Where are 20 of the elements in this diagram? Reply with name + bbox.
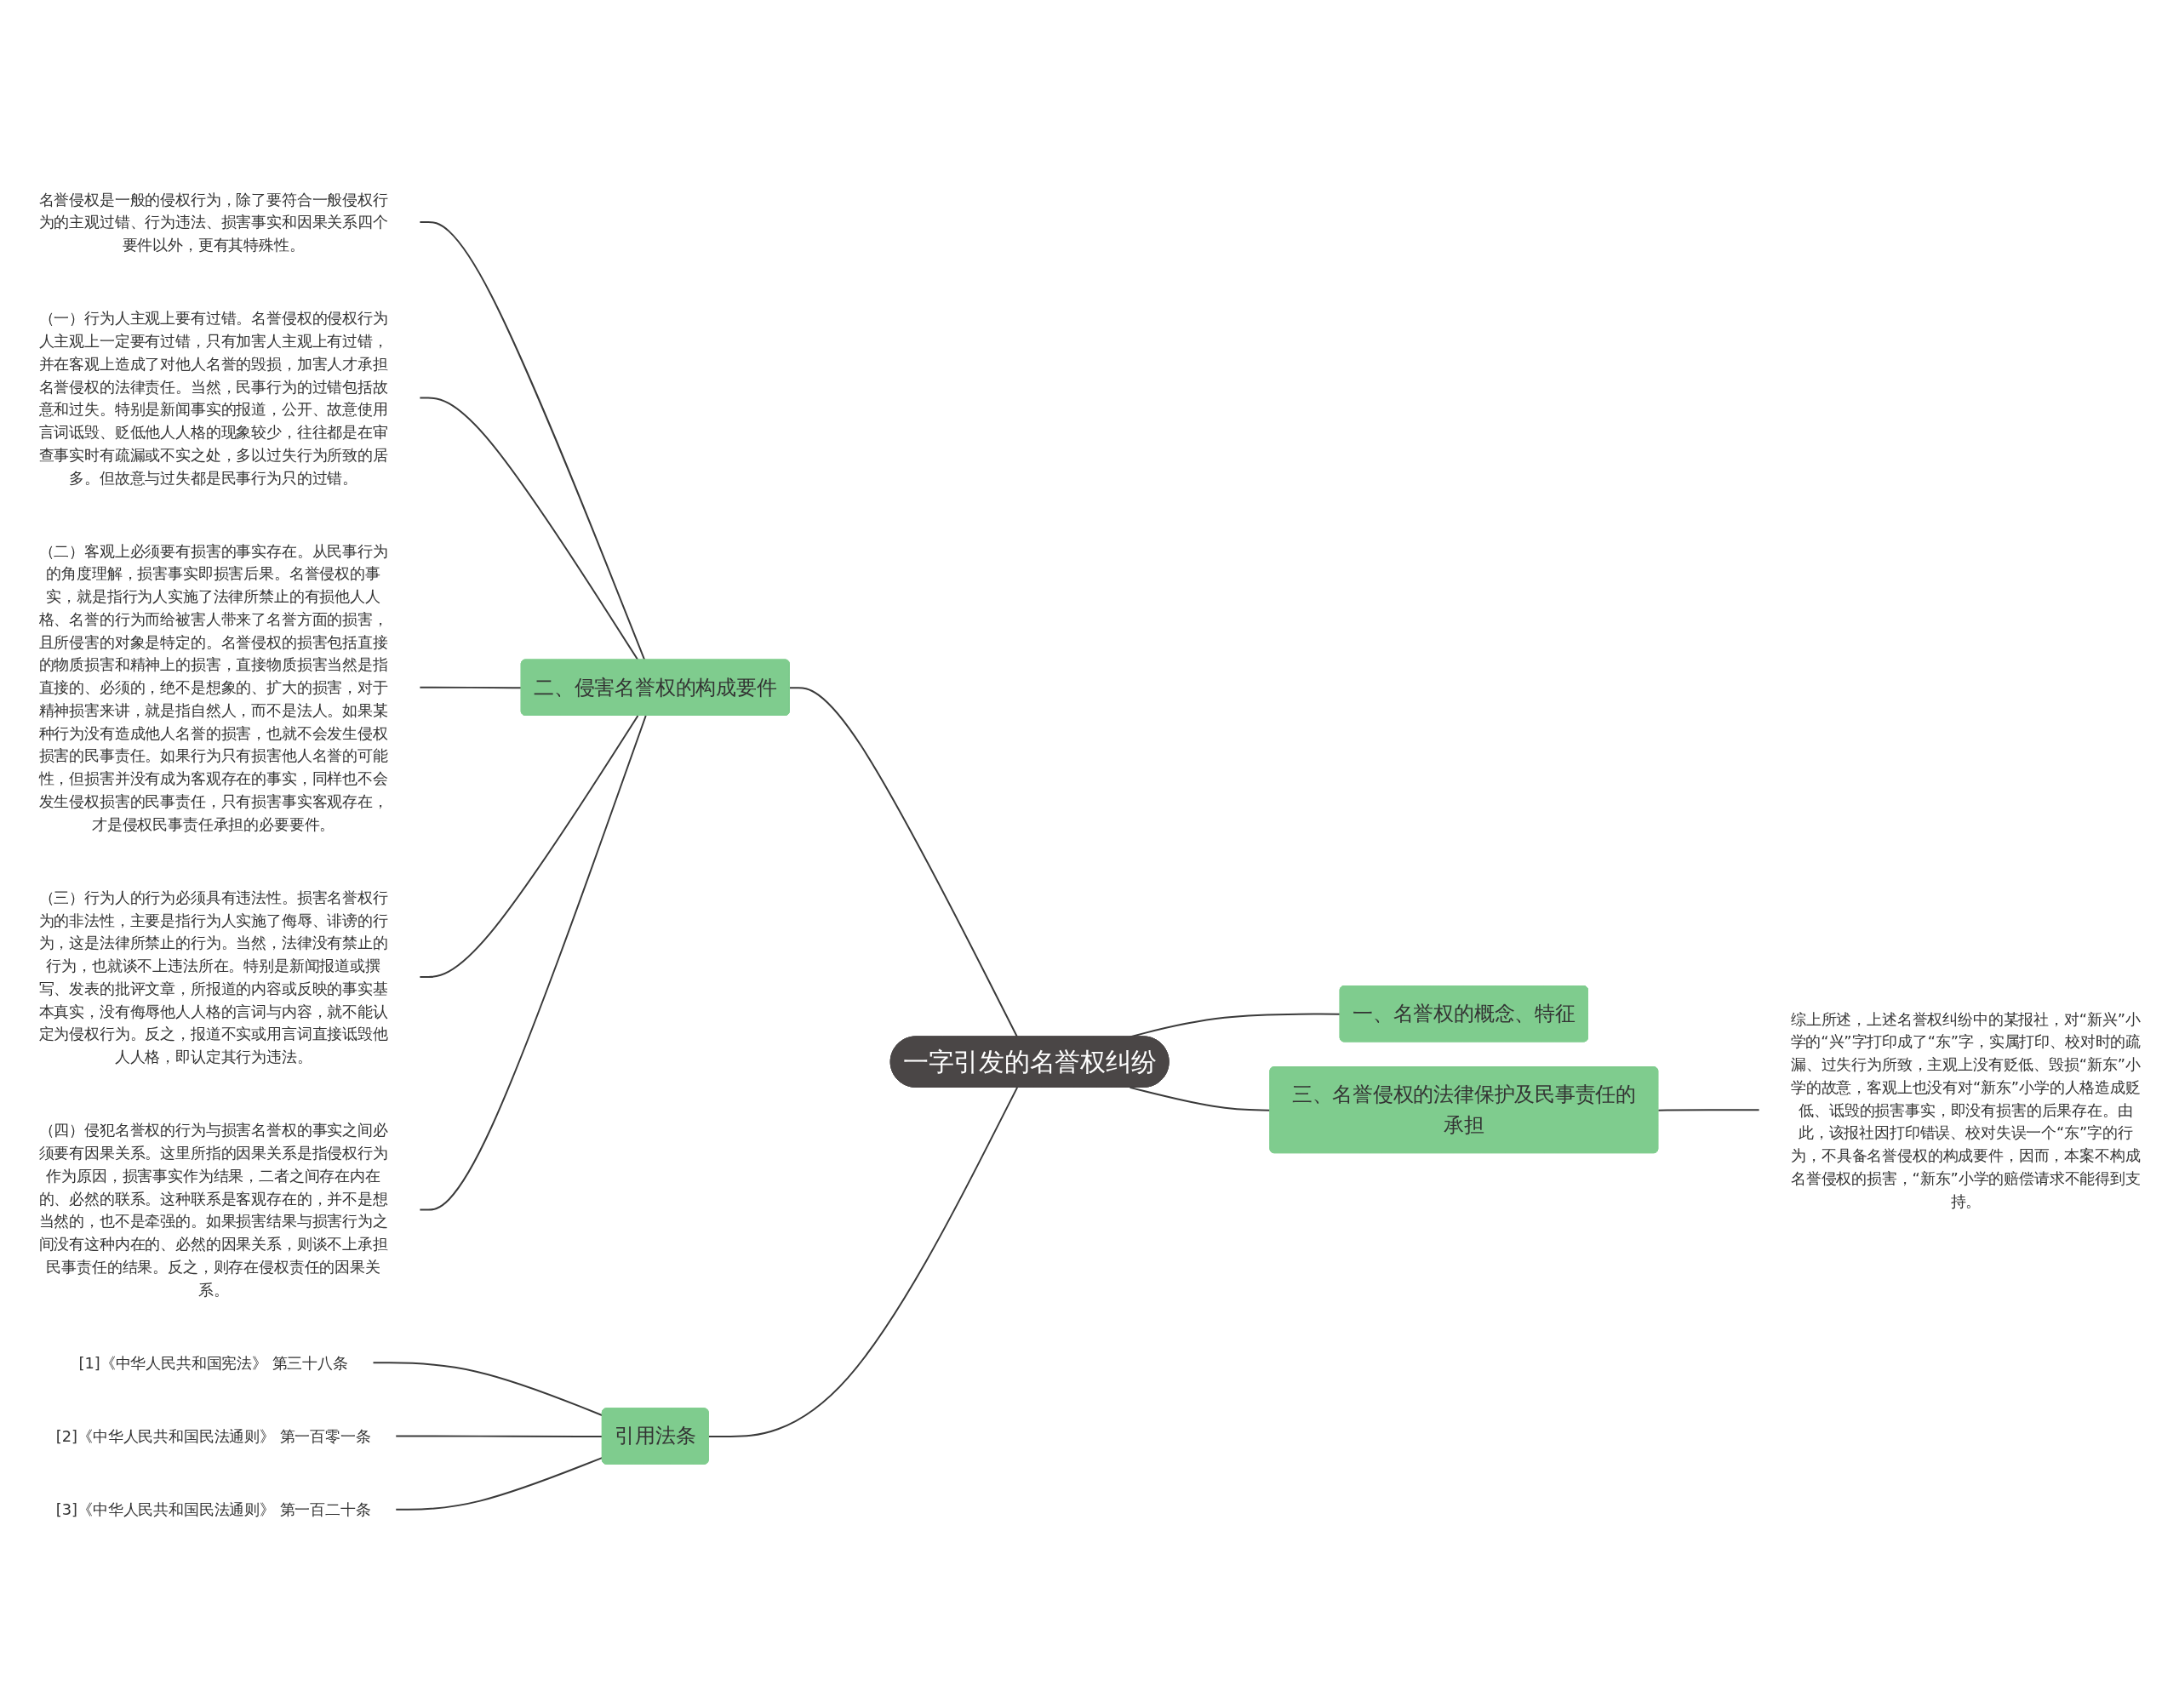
node-text: （三）行为人的行为必须具有违法性。损害名誉权行为的非法性，主要是指行为人实施了侮辱、诽谤的行为，这是法律所禁止的行为。当然，法律没有禁止的行为，也就谈不上违法所在。特别是新闻报道或撰写、发表的批评文章，所报道的内容或反映的事实基本真实，没有侮辱他人人格的言词与内容，就不能认定为侵权行为。反之，报道不实或用言词直接诋毁他人人格，即认定其行为违法。: [38, 888, 388, 1065]
node-text: （二）客观上必须要有损害的事实存在。从民事行为的角度理解，损害事实即损害后果。名誉侵权的事实，就是指行为人实施了法律所禁止的有损他人人格、名誉的行为而给被害人带来了名誉方面的损害，且所侵害的对象是特定的。名誉侵权的损害包括直接的物质损害和精神上的损害，直接物质损害当然是指直接的、必须的，绝不是想象的、扩大的损害，对于精神损害来讲，就是指自然人，而不是法人。如果某种行为没有造成他人名誉的损害，也就不会发生侵权损害的民事责任。如果行为只有损害他人名誉的可能性，但损害并没有成为客观存在的事实，同样也不会发生侵权损害的民事责任，只有损害事实客观存在，才是侵权民事责任承担的必要要件。: [38, 541, 388, 833]
node-text: [3]《中华人民共和国民法通则》 第一百二十条: [55, 1499, 371, 1518]
node-text: 综上所述，上述名誉权纠纷中的某报社，对“新兴”小学的“兴”字打印成了“东”字，实属打印、校对时的疏漏、过失行为所致，主观上没有贬低、毁损“新东”小学的故意，客观上也没有对“新东”小学的人格造成贬低、诋毁的损害事实，即没有损害的后果存在。由此，该报社因打印错误、校对失误一个“东”字的行为，不具备名誉侵权的构成要件，因而，本案不构成名誉侵权的损害，“新东”小学的赔偿请求不能得到支持。: [1790, 1009, 2142, 1210]
node-text: [2]《中华人民共和国民法通则》 第一百零一条: [55, 1426, 371, 1445]
node-text: （四）侵犯名誉权的行为与损害名誉权的事实之间必须要有因果关系。这里所指的因果关系是指侵权行为作为原因，损害事实作为结果，二者之间存在内在的、必然的联系。这种联系是客观存在的，并不是想当然的，也不是牵强的。如果损害结果与损害行为之间没有这种内在的、必然的因果关系，则谈不上承担民事责任的结果。反之，则存在侵权责任的因果关系。: [38, 1121, 388, 1299]
connector: [395, 1456, 603, 1511]
node-text: 名誉侵权是一般的侵权行为，除了要符合一般侵权行为的主观过错、行为违法、损害事实和因果关系四个要件以外，更有其特殊性。: [38, 190, 388, 254]
connector: [419, 686, 523, 688]
connector: [419, 714, 647, 1211]
connector: [419, 714, 639, 978]
connector: [707, 1086, 1019, 1437]
mind-map-drawing: 一字引发的名誉权纠纷 二、侵害名誉权的构成要件 名誉侵权是一般的侵权行为，除了要符合一般侵权行为的主观过错、行为违法、损害事实和因果关系四个要件以外，更有其特殊性。 （一）行为人主观上要有过错。名誉侵权的侵权行为人主观上一定要有过错，只有加害人主观上有过错，并在客观上造成了对他人名誉的毁损，加害人才承担名誉侵权的法律责任。当然，民事行为的过错包括故意和过失。特别是新闻事实的报道，公开、故意使用言词诋毁、贬低他人人格的现象较少，往往都是在审查事实时有疏漏或不实之处，多以过失行为所致的居多。但故意与过失都是民事行为只的过错。 （二）客观上必须要有损害的事实存在。从民事行为的角度理解，损害事实即损害后果。名誉侵权的事实，就是指行为人实施了法律所禁止的有损他人人格、名誉的行为而给被害人带来了名誉方面的损害，且所侵害的对象是特定的。名誉侵权的损害包括直接的物质损害和精神上的损害，直接物质损害当然是指直接的、必须的，绝不是想象的、扩大的损害，对于精神损害来讲，就是指自然人，而不是法人。如果某种行为没有造成他人名誉的损害，也就不会发生侵权损害的民事责任。如果行为只有损害他人名誉的可能性，但损害并没有成为客观存在的事实，同样也不会发生侵权损害的民事责任，只有损害事实客观存在，才是侵权民事责任承担的必要要件。 （三）行为人的行为必须具有违法性。损害名誉权行为的非法性，主要是指行为人实施了侮辱、诽谤的行为，这是法律所禁止的行为。当然，法律没有禁止的行为，也就谈不上违法所在。特别是新闻报道或撰写、发表的批评文章，所报道的内容或反映的事实基本真实，没有侮辱他人人格的言词与内容，就不能认定为侵权行为。反之，报道不实或用言词直接诋毁他人人格，即认定其行为违法。 （四）侵犯名誉权的行为与损害名誉权的事实之间必须要有因果关系。这里所指的因果关系是指侵权行为作为原因，损害事实作为结果，二者之间存在内在的、必然的联系。这种联系是客观存在的，并不是想当然的，也不是牵强的。如果损害结果与损害行为之间没有这种内在的、必然的因果关系，则谈不上承担民事责任的结果。反之，则存在侵权责任的因果关系。 一、名誉权的概念、特征 三、名誉侵权的法律保护及民事责任的承担 综上所述，上述名誉权纠纷中的某报社，对“新兴”小学的“兴”字打印成了“东”字，实属打印、校对时的疏漏、过失行为所致，主观上没有贬低、毁损“新东”小学的故意，客观上也没有对“新东”小学的人格造成贬低、诋毁的损害事实，即没有损害的后果存在。由此，该报社因打印错误、校对失误一个“东”字的行为，不具备名誉侵权的构成要件，因而，本案不构成名誉侵权的损害，“新东”小学的赔偿请求不能得到支持。 引用法条 [1]《中华人民共和国宪法》 第三十八条 [2]《中华人民共和国民法通则》 第一百零一条 [3]《中华人民共和国民法通则》 第一百二十条: [0, 168, 2179, 1540]
connector: [1657, 1108, 1760, 1111]
connector: [1129, 1086, 1272, 1111]
connector: [395, 1435, 603, 1437]
connector: [788, 686, 1019, 1037]
connector: [372, 1361, 603, 1416]
node-text: （一）行为人主观上要有过错。名誉侵权的侵权行为人主观上一定要有过错，只有加害人主观上有过错，并在客观上造成了对他人名誉的毁损，加害人才承担名誉侵权的法律责任。当然，民事行为的过错包括故意和过失。特别是新闻事实的报道，公开、故意使用言词诋毁、贬低他人人格的现象较少，往往都是在审查事实时有疏漏或不实之处，多以过失行为所致的居多。但故意与过失都是民事行为只的过错。: [38, 309, 388, 487]
node-text: [1]《中华人民共和国宪法》 第三十八条: [78, 1353, 348, 1372]
